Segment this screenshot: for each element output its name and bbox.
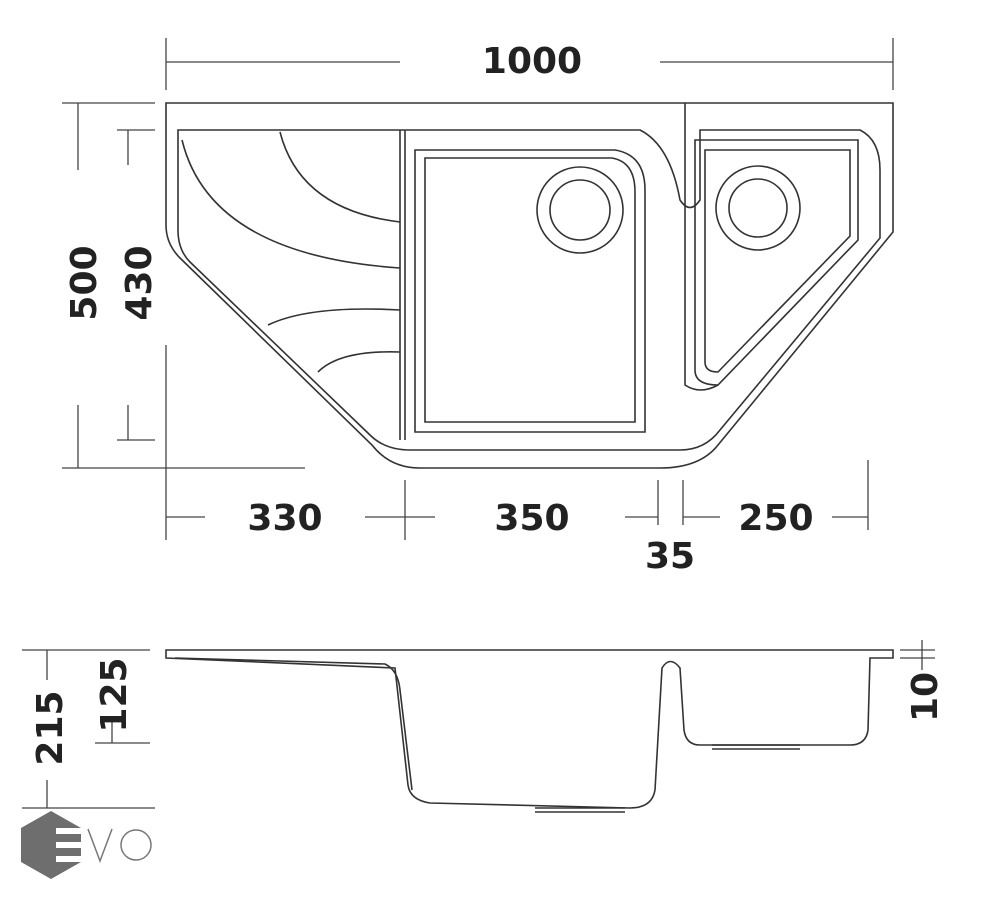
dim-bowl-depth: 430 [119, 245, 160, 320]
evo-logo [21, 811, 152, 879]
dim-total-width: 1000 [482, 41, 582, 82]
dim-divider-width: 35 [645, 536, 695, 577]
dim-drainboard-width: 330 [247, 498, 322, 539]
dimension-lines [22, 38, 935, 809]
dim-total-depth: 500 [64, 245, 105, 320]
dim-small-bowl-width: 250 [738, 498, 813, 539]
sink-plan-view [165, 102, 894, 469]
dim-total-height: 215 [30, 690, 71, 765]
dim-small-bowl-height: 125 [94, 657, 135, 732]
dim-rim-thickness: 10 [905, 672, 946, 722]
sink-side-view [165, 649, 894, 813]
dim-main-bowl-width: 350 [494, 498, 569, 539]
